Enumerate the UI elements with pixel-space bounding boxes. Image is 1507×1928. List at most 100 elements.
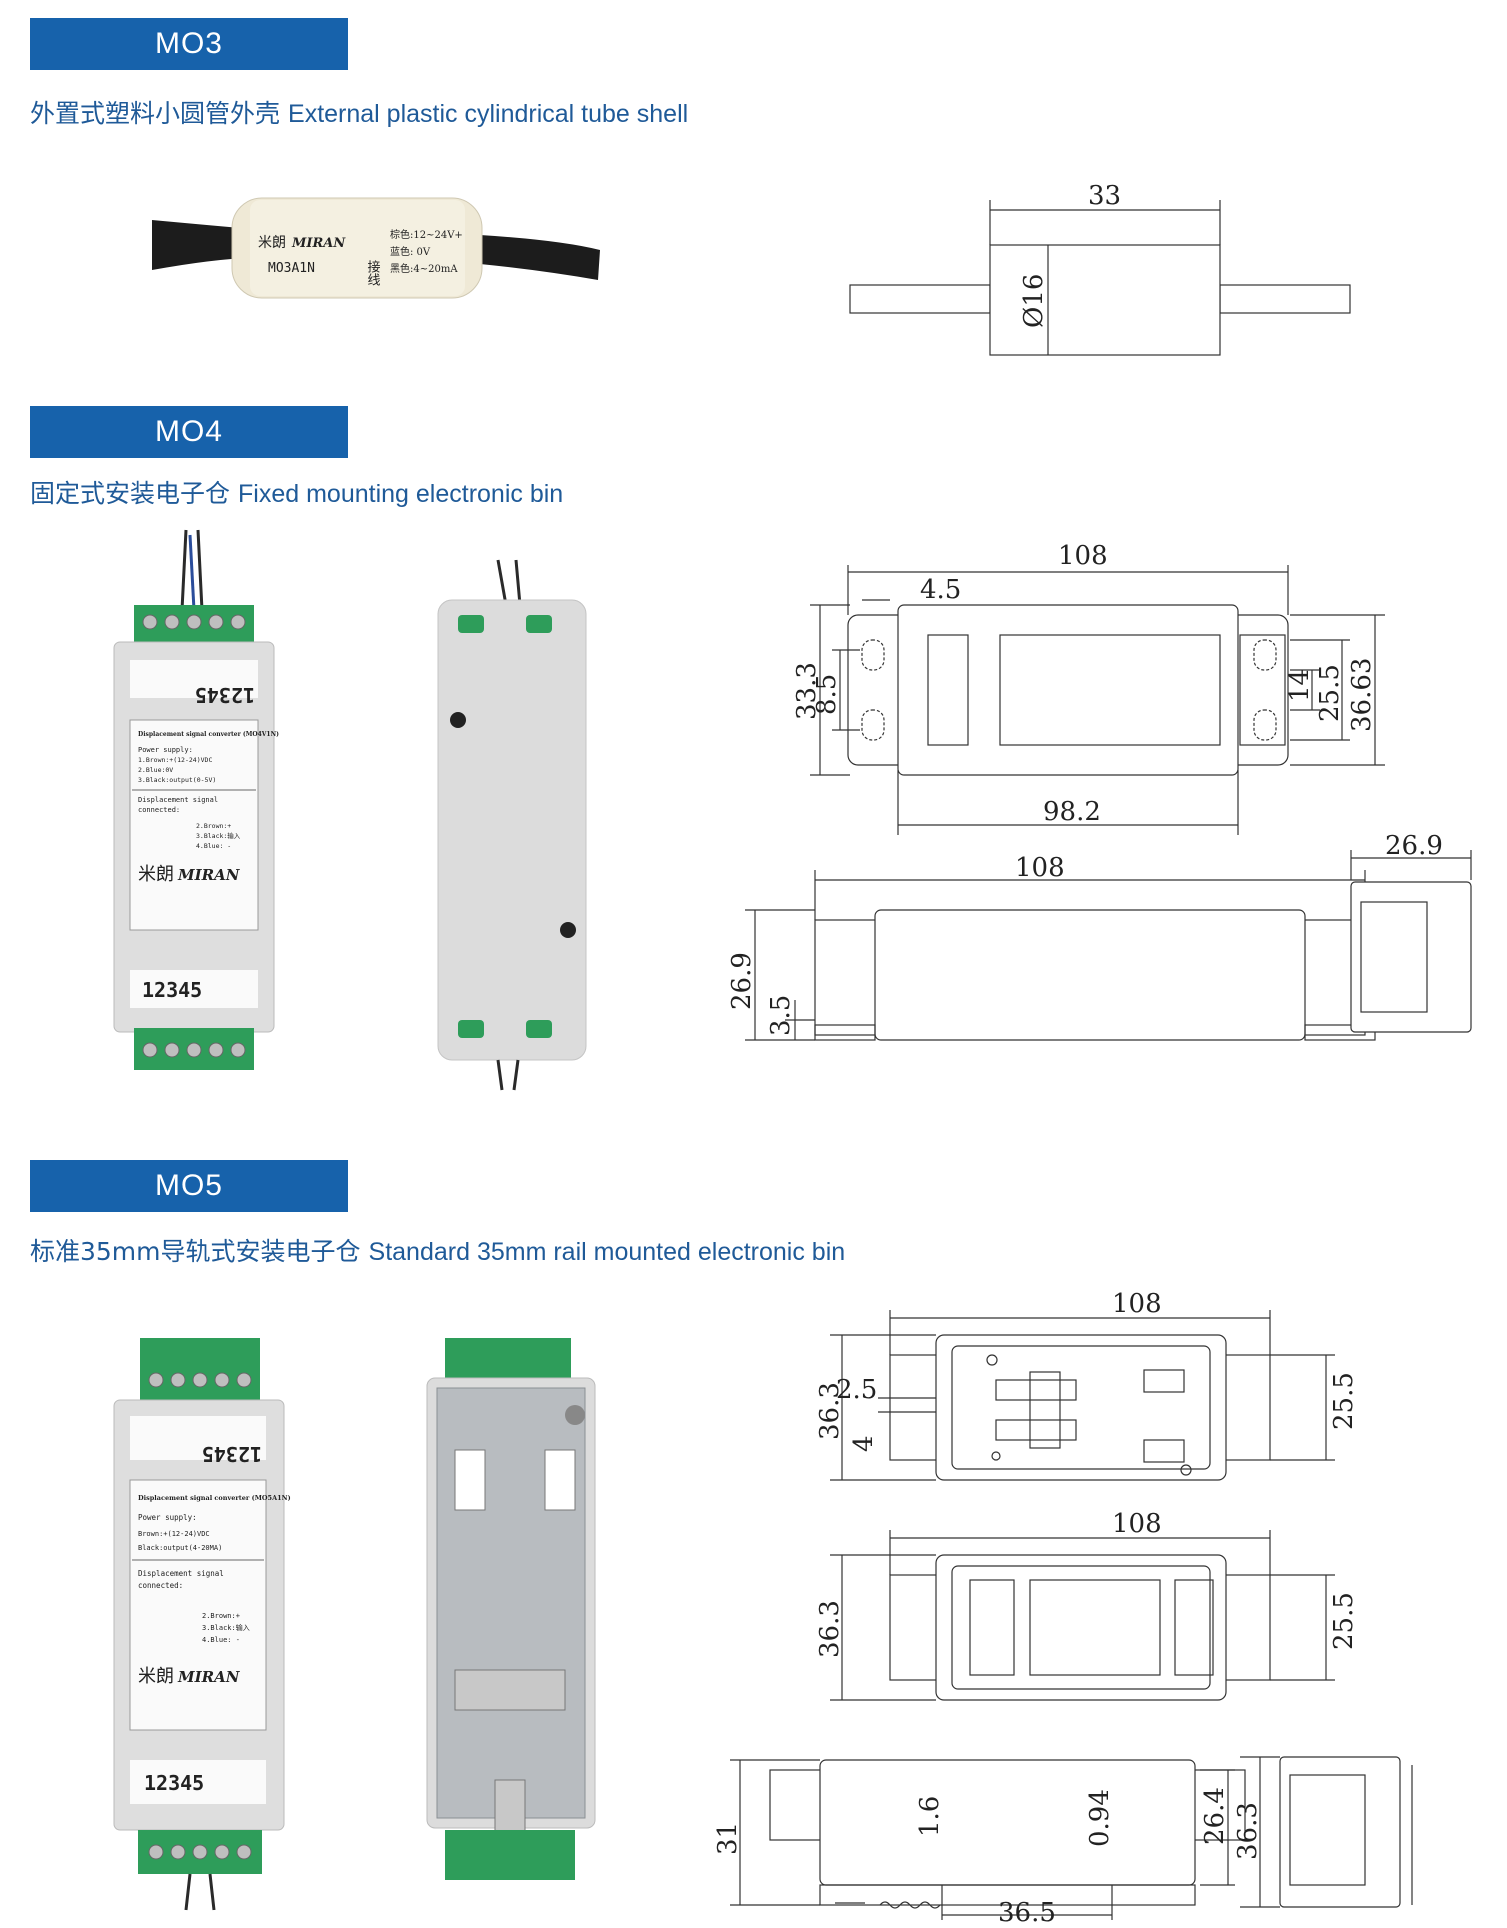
brand-cn: 米朗 [138,864,174,885]
spec-conn: connected: [138,1581,183,1590]
brand-cn: 米朗 [258,235,286,251]
mo3-product-photo: 米朗 MIRAN MO3A1N 接线 棕色:12~24V+ 蓝色: 0V 黑色:… [152,197,600,299]
end-view [1279,1756,1401,1908]
dim-side-h: 31 [713,1822,743,1855]
title-cn: 固定式安装电子仓 [30,479,231,508]
dim-side-inner: 26.4 [1200,1787,1230,1845]
dim-hole-gap: 8.5 [812,674,842,715]
spec-d2: 2.Brown:+ [196,822,231,830]
terminal-numbers-top: 12345 [195,683,255,707]
terminal-numbers-bottom: 12345 [144,1771,204,1795]
brand-en: MIRAN [177,866,241,884]
dim-inner-h: 14 [1285,669,1315,702]
spec-p1: Brown:+(12-24)VDC [138,1530,210,1538]
spec-d4: 4.Blue: - [196,842,231,850]
housing-back [437,599,587,1061]
dim-hole-off: 4.5 [920,575,961,605]
terminal-numbers-bottom: 12345 [142,978,202,1002]
wire-line-3: 黑色:4~20mA [390,262,458,275]
screw-bottom [560,922,576,938]
title-en: Standard 35mm rail mounted electronic bi… [368,1238,846,1266]
mo5-back-photo [426,1338,596,1880]
spec-power: Power supply: [138,1513,197,1522]
dim-length: 33 [1088,181,1121,211]
spec-label [129,719,259,931]
wiring-label: 接线 [365,259,381,286]
spec-d3: 3.Black:输入 [202,1623,250,1632]
dim-clip-w: 2.5 [836,1375,877,1405]
spec-p2: Black:output(4-20MA) [138,1544,222,1552]
terminal-numbers-top: 12345 [202,1442,262,1466]
mo5-front-photo: 12345 Displacement signal converter (MO5… [113,1338,291,1911]
model-number: MO3A1N [268,261,315,276]
dim-spring: 1.6 [915,1796,945,1837]
mo5-side-drawing: 31 1.6 0.94 26.4 36.5 36.3 [713,1756,1413,1928]
dim-rail-len: 36.5 [998,1898,1056,1928]
terminal-block-top [140,1338,260,1404]
side-body [819,1759,1196,1886]
spec-heading: Displacement signal converter (MO5A1N) [138,1494,291,1502]
mo4-back-photo [437,559,587,1091]
mo3-dimension-drawing: 33 Ø16 [849,181,1351,356]
mo5-top-drawing: 108 2.5 36.3 4 25.5 [815,1289,1359,1481]
dim-top-len: 108 [1112,1289,1162,1319]
spec-p1: 1.Brown:+(12-24)VDC [138,756,212,764]
dim-clip-gap: 4 [849,1435,879,1452]
dim-mid-len: 108 [1112,1509,1162,1539]
terminal-label-bottom [130,1760,266,1804]
dim-end-w: 26.9 [1385,831,1443,861]
dim-rail-h: 25.5 [1329,1372,1359,1430]
dim-outer-h: 36.63 [1347,658,1377,732]
title-en: External plastic cylindrical tube shell [288,100,689,128]
dim-base-len: 98.2 [1043,797,1101,827]
spec-d2: 2.Brown:+ [202,1612,240,1620]
side-body [874,909,1306,1041]
screw-top [450,712,466,728]
spec-power: Power supply: [138,746,193,754]
mid-body [935,1554,1227,1701]
dim-thin: 0.94 [1085,1789,1115,1847]
dim-mid-h: 36.3 [815,1600,845,1658]
section-badge-mo4: MO4 [30,406,348,458]
dim-height: 36.3 [815,1382,845,1440]
terminal-label-bottom [130,970,258,1008]
end-view [1350,881,1472,1033]
dim-height: 33.3 [792,662,822,720]
spec-d4: 4.Blue: - [202,1636,240,1644]
spec-conn: connected: [138,806,180,814]
spec-label [129,1479,267,1731]
brand-cn: 米朗 [138,1666,174,1687]
wire-line-2: 蓝色: 0V [390,245,431,258]
spec-disp: Displacement signal [138,796,218,804]
terminal-label-top [130,660,258,698]
title-cn: 外置式塑料小圆管外壳 [30,99,281,128]
spec-disp: Displacement signal [138,1569,224,1578]
terminal-label-top [130,1416,266,1460]
spec-p2: 2.Blue:0V [138,766,173,774]
brand-en: MIRAN [177,1668,241,1686]
tube-body [989,244,1221,356]
cable-right [480,235,600,280]
rod-right [1219,284,1351,314]
spec-heading: Displacement signal converter (MO4V1N) [138,731,279,738]
wire-line-1: 棕色:12~24V+ [390,228,463,241]
title-en: Fixed mounting electronic bin [238,480,564,508]
rail-body [935,1334,1227,1481]
mo4-top-drawing: 108 4.5 33.3 8.5 14 25.5 36.63 98.2 [792,541,1385,835]
dim-diameter: Ø16 [1019,274,1049,328]
dim-mid-rail: 25.5 [1329,1592,1359,1650]
spec-p3: 3.Black:output(0-5V) [138,776,216,784]
section-badge-mo3: MO3 [30,18,348,70]
body-outline [897,604,1239,776]
dim-top-len: 108 [1058,541,1108,571]
dim-side-h: 26.9 [727,952,757,1010]
section-badge-mo5: MO5 [30,1160,348,1212]
brand-en: MIRAN [291,236,346,251]
spec-d3: 3.Black:输入 [196,831,241,840]
mo4-side-drawing: 108 26.9 3.5 26.9 [727,831,1472,1041]
dim-end-h: 36.3 [1233,1802,1263,1860]
title-cn: 标准35mm导轨式安装电子仓 [30,1237,361,1266]
